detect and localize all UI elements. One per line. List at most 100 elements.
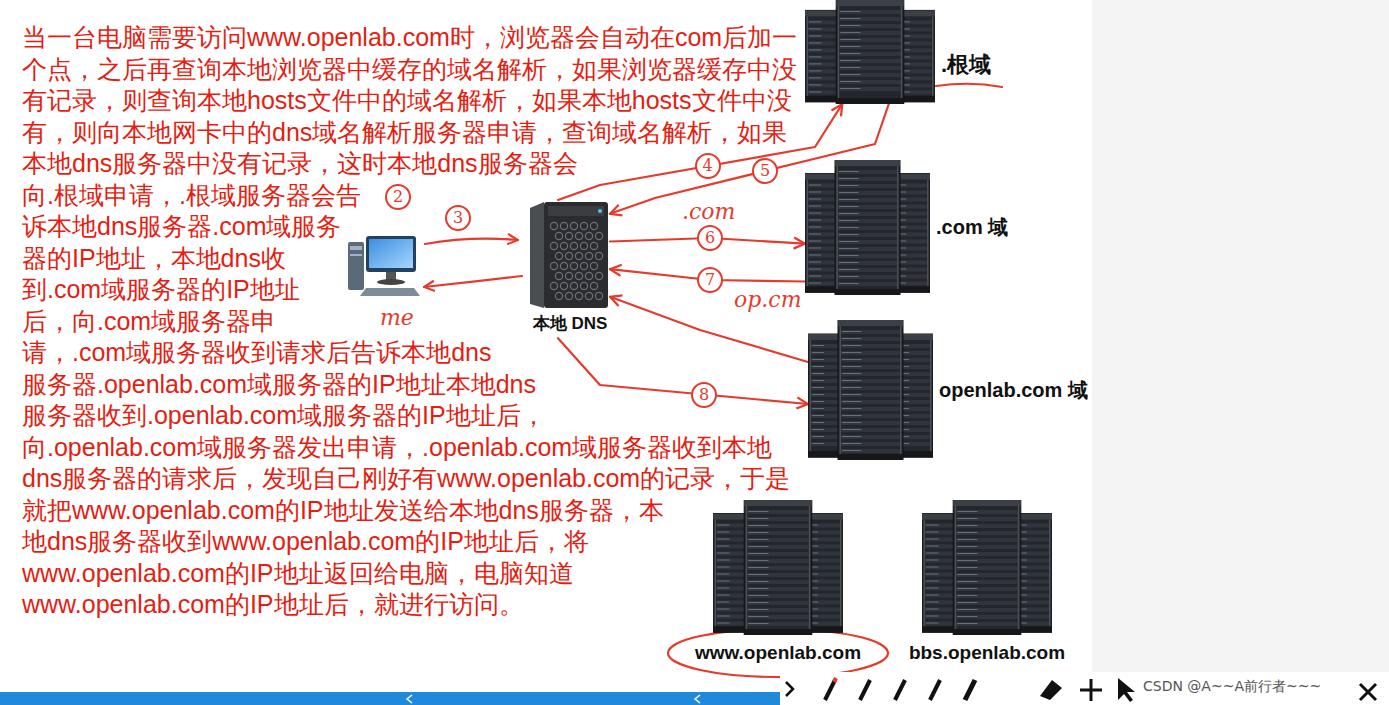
rack-rail	[932, 16, 934, 96]
tower-grille	[575, 292, 582, 299]
rack-light	[809, 283, 821, 284]
handwritten-note: me	[378, 306, 416, 330]
tower-grille	[565, 272, 572, 279]
rack-light	[840, 32, 860, 33]
server-node: bbs.openlab.com	[909, 500, 1065, 665]
rack-slot	[747, 545, 809, 549]
rack-light	[840, 18, 860, 19]
rack-light	[809, 185, 821, 186]
step-number: 5	[752, 158, 778, 184]
rack-light	[812, 436, 824, 437]
rack-light	[957, 588, 977, 589]
tower-grille	[585, 252, 592, 259]
rack-slot	[747, 601, 809, 605]
rack-slot	[841, 337, 900, 341]
rack-light	[842, 380, 862, 381]
rack-light	[842, 331, 862, 332]
rack-light	[839, 206, 859, 207]
handwritten-note: .com	[680, 200, 737, 224]
rack-slot	[956, 580, 1018, 584]
rack-light	[842, 436, 862, 437]
rack-base	[838, 454, 903, 460]
computer-icon	[360, 288, 420, 296]
rack-light	[809, 255, 821, 256]
rack-rail	[807, 180, 809, 287]
rack-light	[839, 276, 859, 277]
watermark: CSDN @A~~A前行者~~~	[1140, 677, 1324, 696]
rack-light	[926, 546, 938, 547]
rack-light	[926, 525, 938, 526]
toolbar	[834, 678, 836, 682]
toolbar	[1080, 679, 1102, 701]
rack-light	[809, 248, 821, 249]
rack-light	[840, 67, 860, 68]
tower-grille	[560, 242, 567, 249]
rack-light	[748, 623, 768, 624]
rack-rail	[840, 326, 842, 454]
rack-light	[812, 352, 824, 353]
step-number: 4	[695, 153, 721, 179]
toolbar	[1040, 680, 1062, 700]
computer-icon	[369, 239, 413, 268]
rack-slot	[838, 170, 897, 174]
toolbar	[786, 682, 793, 696]
rack-slot	[747, 608, 809, 612]
rack-light	[842, 401, 862, 402]
rack-light	[839, 234, 859, 235]
rack-rail	[924, 520, 926, 627]
rack-slot	[841, 421, 900, 425]
rack-slot	[956, 615, 1018, 619]
rack-slot	[841, 449, 900, 453]
rack-light	[842, 443, 862, 444]
rack-light	[957, 532, 977, 533]
rack-rail	[930, 340, 932, 451]
toolbar	[930, 680, 940, 700]
hand-underline	[936, 84, 1002, 87]
rack-light	[748, 609, 768, 610]
server-label: bbs.openlab.com	[909, 641, 1065, 665]
rack-slot	[956, 524, 1018, 528]
rack-slot	[838, 198, 897, 202]
rack-slot	[747, 538, 809, 542]
rack-light	[839, 255, 859, 256]
rack-light	[812, 359, 824, 360]
rack-light	[926, 567, 938, 568]
rack-light	[809, 63, 821, 64]
rack-light	[717, 609, 729, 610]
rack-light	[717, 588, 729, 589]
rack-slot	[956, 538, 1018, 542]
rack-light	[842, 415, 862, 416]
rack-slot	[747, 552, 809, 556]
rack-slot	[839, 31, 901, 35]
rack-light	[717, 595, 729, 596]
rack-light	[839, 227, 859, 228]
rack-light	[957, 511, 977, 512]
rack-rail	[810, 340, 812, 451]
rack-light	[957, 602, 977, 603]
rack-slot	[956, 594, 1018, 598]
bottom-bar	[0, 692, 780, 705]
hand-circle	[668, 629, 888, 677]
rack-light	[748, 567, 768, 568]
toolbar	[1118, 678, 1135, 702]
rack-slot	[956, 608, 1018, 612]
rack-slot	[838, 226, 897, 230]
tower-grille	[555, 252, 562, 259]
rack-slot	[839, 80, 901, 84]
rack-light	[926, 616, 938, 617]
step-number: 8	[691, 382, 717, 408]
explanation-text: 当一台电脑需要访问www.openlab.com时，浏览器会自动在com后加一个…	[22, 22, 802, 705]
rack-slot	[956, 552, 1018, 556]
rack-light	[812, 394, 824, 395]
rack-light	[957, 581, 977, 582]
rack-light	[842, 345, 862, 346]
rack-light	[840, 81, 860, 82]
rack-slot	[838, 254, 897, 258]
rack-slot	[839, 10, 901, 14]
rack-slot	[838, 191, 897, 195]
rack-slot	[838, 268, 897, 272]
rack-light	[748, 511, 768, 512]
request-arrow	[425, 239, 518, 244]
rack-light	[926, 553, 938, 554]
rack-light	[809, 199, 821, 200]
